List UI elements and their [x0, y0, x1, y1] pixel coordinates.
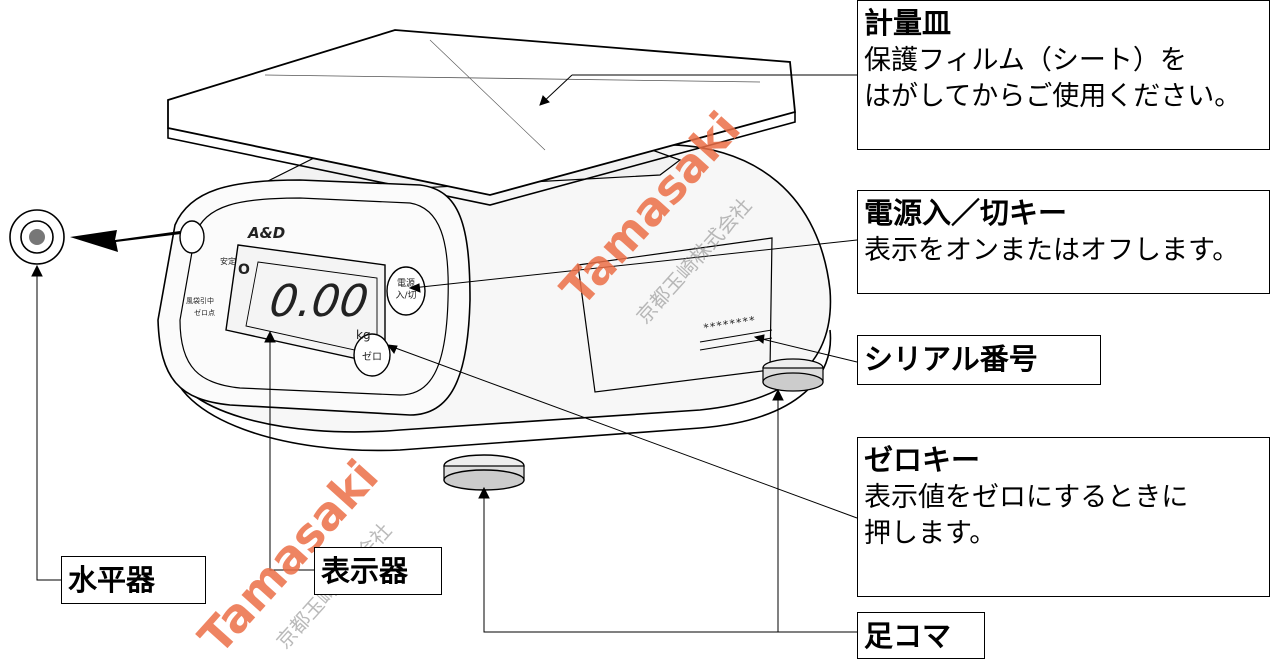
stable-mark: O — [238, 262, 250, 278]
power-key[interactable] — [386, 266, 426, 316]
label-level-title: 水平器 — [68, 563, 156, 597]
stable-indicator: 安定 — [220, 257, 236, 266]
label-serial-number-title: シリアル番号 — [864, 342, 1038, 376]
label-power-key-title: 電源入／切キー — [864, 196, 1068, 230]
tare-indicator: 風袋引中 — [186, 297, 214, 305]
weighing-pan-edge — [167, 112, 796, 206]
label-power-key: 電源入／切キー 表示をオンまたはオフします。 — [857, 190, 1270, 294]
label-zero-key-desc1: 表示値をゼロにするときに — [864, 482, 1189, 513]
level-bubble-icon — [9, 209, 65, 265]
label-display-title: 表示器 — [321, 554, 409, 588]
label-power-key-desc: 表示をオンまたはオフします。 — [864, 235, 1240, 266]
zero-key-label: ゼロ — [362, 352, 382, 363]
label-feet-title: 足コマ — [864, 619, 952, 653]
zero-indicator: ゼロ点 — [194, 309, 215, 317]
label-weighing-pan-desc2: はがしてからご使用ください。 — [864, 81, 1242, 112]
zero-key[interactable] — [353, 333, 391, 377]
lcd-unit: kg — [356, 328, 371, 342]
label-display: 表示器 — [314, 547, 442, 595]
lcd-reading: 0.00 — [266, 276, 372, 327]
foot-front — [443, 454, 525, 491]
foot-rear — [762, 358, 824, 392]
panel-level-bubble — [179, 220, 205, 254]
label-weighing-pan-desc1: 保護フィルム（シート）を — [864, 45, 1187, 76]
brand-logo: A&D — [248, 224, 286, 242]
label-weighing-pan-title: 計量皿 — [864, 6, 952, 40]
label-weighing-pan: 計量皿 保護フィルム（シート）を はがしてからご使用ください。 — [857, 0, 1270, 150]
leader-lines — [31, 74, 858, 633]
label-zero-key-title: ゼロキー — [864, 443, 981, 477]
label-serial-number: シリアル番号 — [857, 335, 1101, 385]
label-zero-key: ゼロキー 表示値をゼロにするときに 押します。 — [857, 437, 1270, 597]
label-level: 水平器 — [61, 556, 206, 604]
label-feet: 足コマ — [857, 612, 985, 659]
power-key-label: 電源入/切 — [395, 279, 417, 301]
label-zero-key-desc2: 押します。 — [864, 518, 997, 549]
level-arrow — [70, 230, 181, 252]
